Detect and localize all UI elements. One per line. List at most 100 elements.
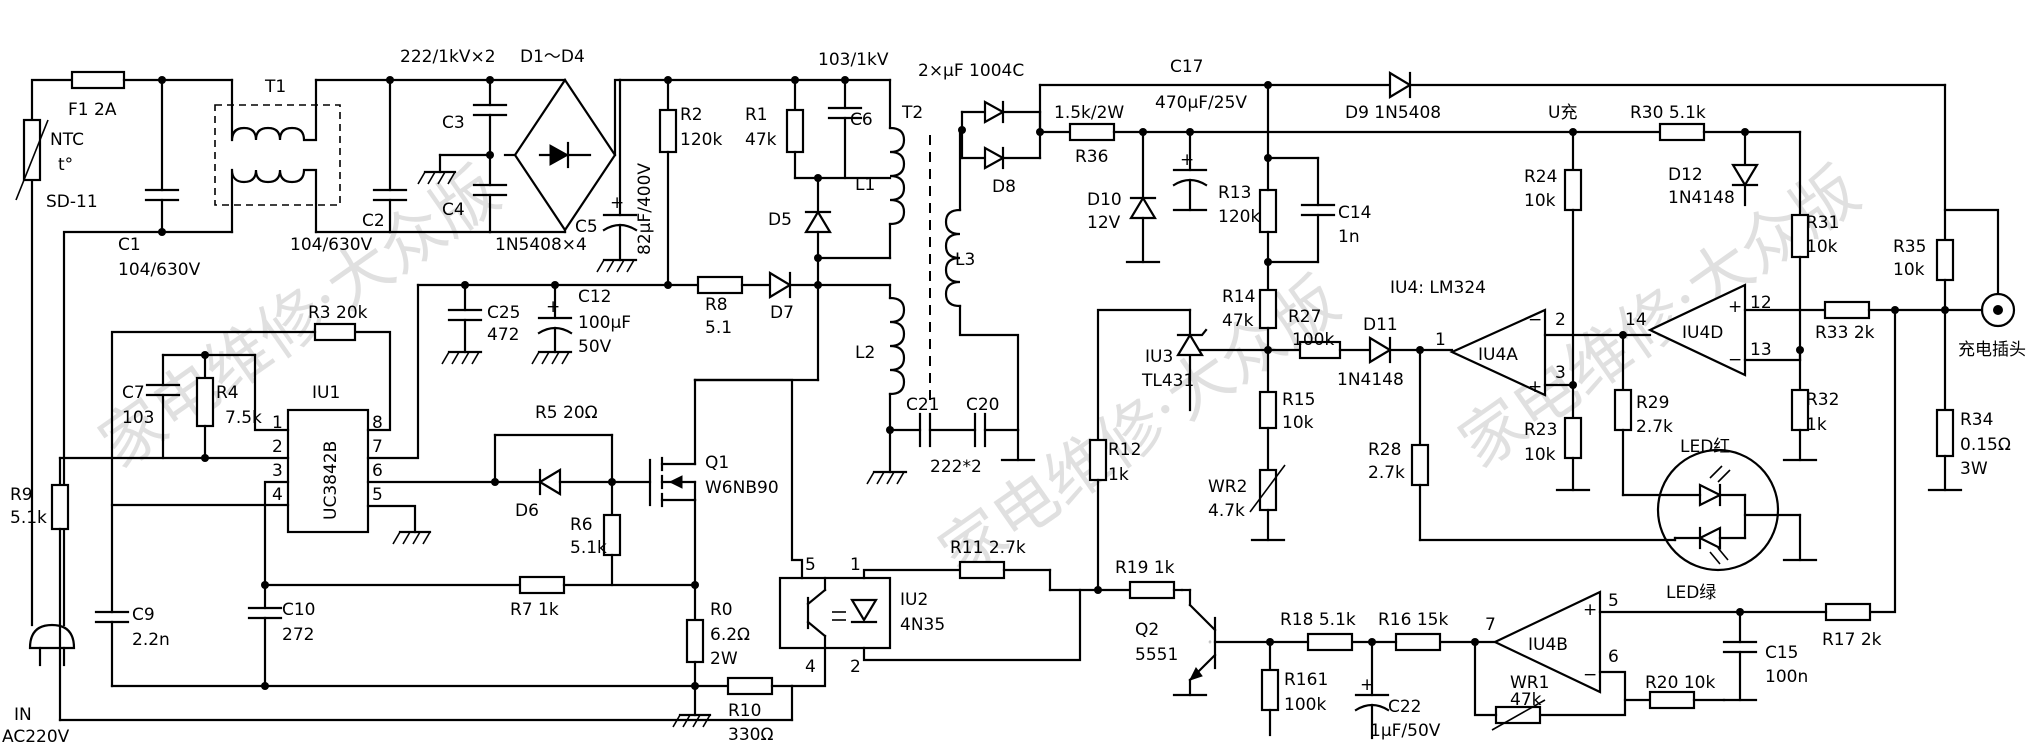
potentiometer-wr2 — [1258, 468, 1278, 512]
iu4a-pin3: 3 — [1555, 363, 1566, 383]
resistor-r8 — [696, 275, 744, 295]
ic-iu1-uc3842b — [286, 408, 370, 534]
l3-label: L3 — [955, 250, 975, 270]
r0-value-2: 2W — [710, 649, 738, 669]
resistor-r10 — [726, 676, 774, 696]
resistor-r15 — [1258, 390, 1278, 430]
iu4a-minus: − — [1528, 310, 1542, 330]
c5-plus: + — [610, 193, 624, 213]
d10-value: 12V — [1087, 213, 1121, 233]
iu4b-pin5: 5 — [1608, 591, 1619, 611]
r18-label: R18 5.1k — [1280, 610, 1356, 630]
shunt-regulator-iu3 — [1176, 332, 1204, 357]
r29-value: 2.7k — [1636, 417, 1673, 437]
diode-d7 — [768, 271, 793, 299]
r35-label: R35 — [1893, 237, 1926, 257]
iu4d-pin12: 12 — [1750, 293, 1772, 313]
d6-label: D6 — [515, 501, 539, 521]
winding-l2 — [888, 296, 906, 396]
c25-label: C25 — [487, 303, 521, 323]
r10-value: 330Ω — [728, 725, 773, 745]
resistor-r13 — [1258, 188, 1278, 234]
diode-d12 — [1731, 163, 1759, 188]
r29-label: R29 — [1636, 393, 1669, 413]
iu1-pin2: 2 — [272, 437, 283, 457]
resistor-r7 — [518, 575, 566, 595]
r34-label: R34 — [1960, 410, 1993, 430]
r33-label: R33 2k — [1815, 323, 1875, 343]
ntc-thermistor — [22, 118, 42, 182]
iu1-pin7: 7 — [372, 437, 383, 457]
winding-l1 — [888, 126, 906, 226]
r4-value: 7.5k — [225, 408, 262, 428]
c22-plus: + — [1360, 675, 1374, 695]
mosfet-q1 — [648, 456, 697, 508]
resistor-r20 — [1648, 690, 1696, 710]
c21-label: C21 — [906, 395, 940, 415]
iu4b-pin7: 7 — [1485, 615, 1496, 635]
c15-label: C15 — [1765, 643, 1799, 663]
resistor-r4 — [195, 376, 215, 428]
resistor-r14 — [1258, 288, 1278, 330]
c7-value: 103 — [122, 408, 154, 428]
c12-value-2: 50V — [578, 337, 612, 357]
c25-value: 472 — [487, 325, 519, 345]
input-section: NTC t° SD-11 IN AC220V F1 2A C1 104/630V… — [2, 47, 655, 745]
c17-label: C17 — [1170, 57, 1204, 77]
c10-label: C10 — [282, 600, 316, 620]
c22-label: C22 — [1388, 697, 1422, 717]
wr1-label: WR1 — [1510, 673, 1549, 693]
r30-label: R30 5.1k — [1630, 103, 1706, 123]
c1-value: 104/630V — [118, 260, 201, 280]
r31-label: R31 — [1806, 213, 1839, 233]
f1-label: F1 2A — [68, 100, 117, 120]
opamp-iu4a — [1449, 308, 1547, 397]
diode-d5 — [804, 209, 832, 234]
r1-label: R1 — [745, 105, 768, 125]
r161-value: 100k — [1284, 695, 1326, 715]
iu4d-minus: − — [1728, 350, 1742, 370]
d7-label: D7 — [770, 303, 794, 323]
iu2-pin4: 4 — [805, 657, 816, 677]
r15-value: 10k — [1282, 413, 1314, 433]
c6-value: 103/1kV — [818, 50, 889, 70]
c3c4-value: 222/1kV×2 — [400, 47, 496, 67]
c17-plus: + — [1180, 150, 1194, 170]
r32-value: 1k — [1806, 415, 1827, 435]
r34-value-1: 0.15Ω — [1960, 435, 2011, 455]
primary-section: R2 120k R1 47k C6 103/1kV D5 L1 T2 — [10, 50, 1082, 745]
iu1-pin4: 4 — [272, 485, 283, 505]
c14-value: 1n — [1338, 227, 1360, 247]
c15-value: 100n — [1765, 667, 1808, 687]
iu4b-label: IU4B — [1528, 635, 1568, 655]
iu3-value: TL431 — [1141, 371, 1194, 391]
iu1-label: IU1 — [312, 383, 340, 403]
iu4b-minus: − — [1583, 665, 1597, 685]
c5-value: 82μF/400V — [635, 163, 655, 255]
d8-config-label: 2×μF 1004C — [918, 61, 1024, 81]
r20-label: R20 10k — [1645, 673, 1715, 693]
c2-label: C2 — [362, 211, 385, 231]
iu1-pin5: 5 — [372, 485, 383, 505]
r23-value: 10k — [1524, 445, 1556, 465]
r14-value: 47k — [1222, 311, 1254, 331]
d12-label: D12 — [1668, 165, 1703, 185]
iu4d-plus: + — [1728, 297, 1742, 317]
r8-label: R8 — [705, 295, 728, 315]
r3-label: R3 20k — [308, 303, 368, 323]
led-red-label: LED红 — [1680, 437, 1730, 457]
c22-value: 1μF/50V — [1370, 721, 1441, 741]
c1-label: C1 — [118, 235, 141, 255]
resistor-r3 — [313, 322, 357, 342]
d11-value: 1N4148 — [1337, 370, 1404, 390]
iu4b-pin6: 6 — [1608, 647, 1619, 667]
in-label: IN — [14, 705, 32, 725]
iu4a-label: IU4A — [1478, 345, 1518, 365]
r2-label: R2 — [680, 105, 703, 125]
iu1-pin1: 1 — [272, 413, 283, 433]
r9-label: R9 — [10, 485, 33, 505]
r4-label: R4 — [216, 383, 239, 403]
c6-label: C6 — [850, 110, 873, 130]
diode-d11 — [1368, 336, 1393, 364]
r7-label: R7 1k — [510, 600, 559, 620]
